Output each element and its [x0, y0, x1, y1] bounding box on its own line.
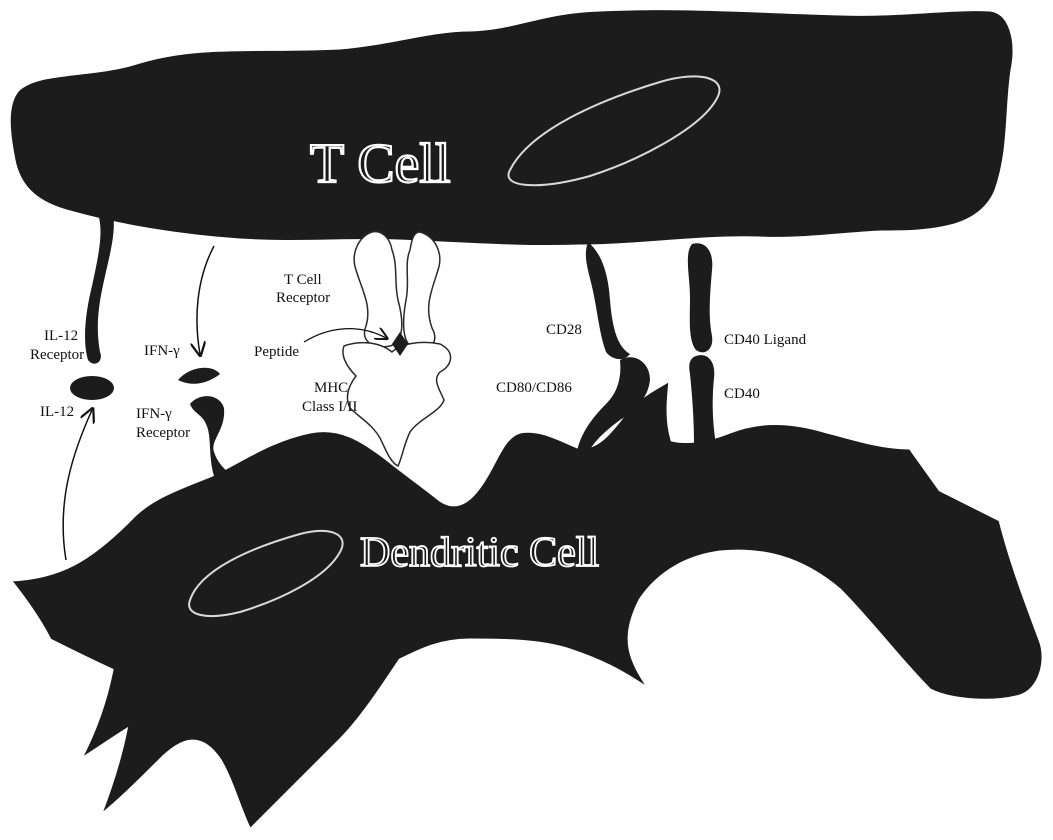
mhc-label-line1: MHC: [314, 380, 348, 396]
t-cell-receptor-right: [404, 232, 440, 349]
dendritic-cell-title: Dendritic Cell: [360, 530, 599, 576]
peptide-label: Peptide: [254, 344, 299, 360]
ifn-gamma-arrow: [197, 246, 214, 354]
t-cell-body: [9, 9, 1014, 247]
ifn-gamma-label: IFN-γ: [144, 343, 180, 359]
il12-label: IL-12: [40, 404, 74, 420]
il12-receptor-label-line1: IL-12: [44, 328, 78, 344]
tcr-label-line1: T Cell: [284, 272, 322, 288]
cd40-ligand-label: CD40 Ligand: [724, 332, 807, 348]
il12-arrow: [63, 410, 92, 560]
dendritic-cell-body: [10, 380, 1043, 830]
cd80-cd86-label: CD80/CD86: [496, 380, 572, 396]
cd40-ligand-shape: [688, 243, 712, 352]
ifn-gamma-receptor-label-line1: IFN-γ: [136, 406, 172, 422]
cd28-label: CD28: [546, 322, 582, 338]
t-cell-title: T Cell: [310, 133, 451, 195]
il12-molecule: [70, 376, 114, 400]
ifn-gamma-receptor-label-line2: Receptor: [136, 425, 190, 441]
cd28-shape: [586, 242, 630, 359]
ifn-gamma-molecule: [178, 368, 220, 384]
il12-receptor-label-line2: Receptor: [30, 347, 84, 363]
cd40-label: CD40: [724, 386, 760, 402]
il12-receptor-shape: [85, 210, 114, 364]
tcr-label-line2: Receptor: [276, 290, 330, 306]
mhc-label-line2: Class I/II: [302, 399, 357, 415]
